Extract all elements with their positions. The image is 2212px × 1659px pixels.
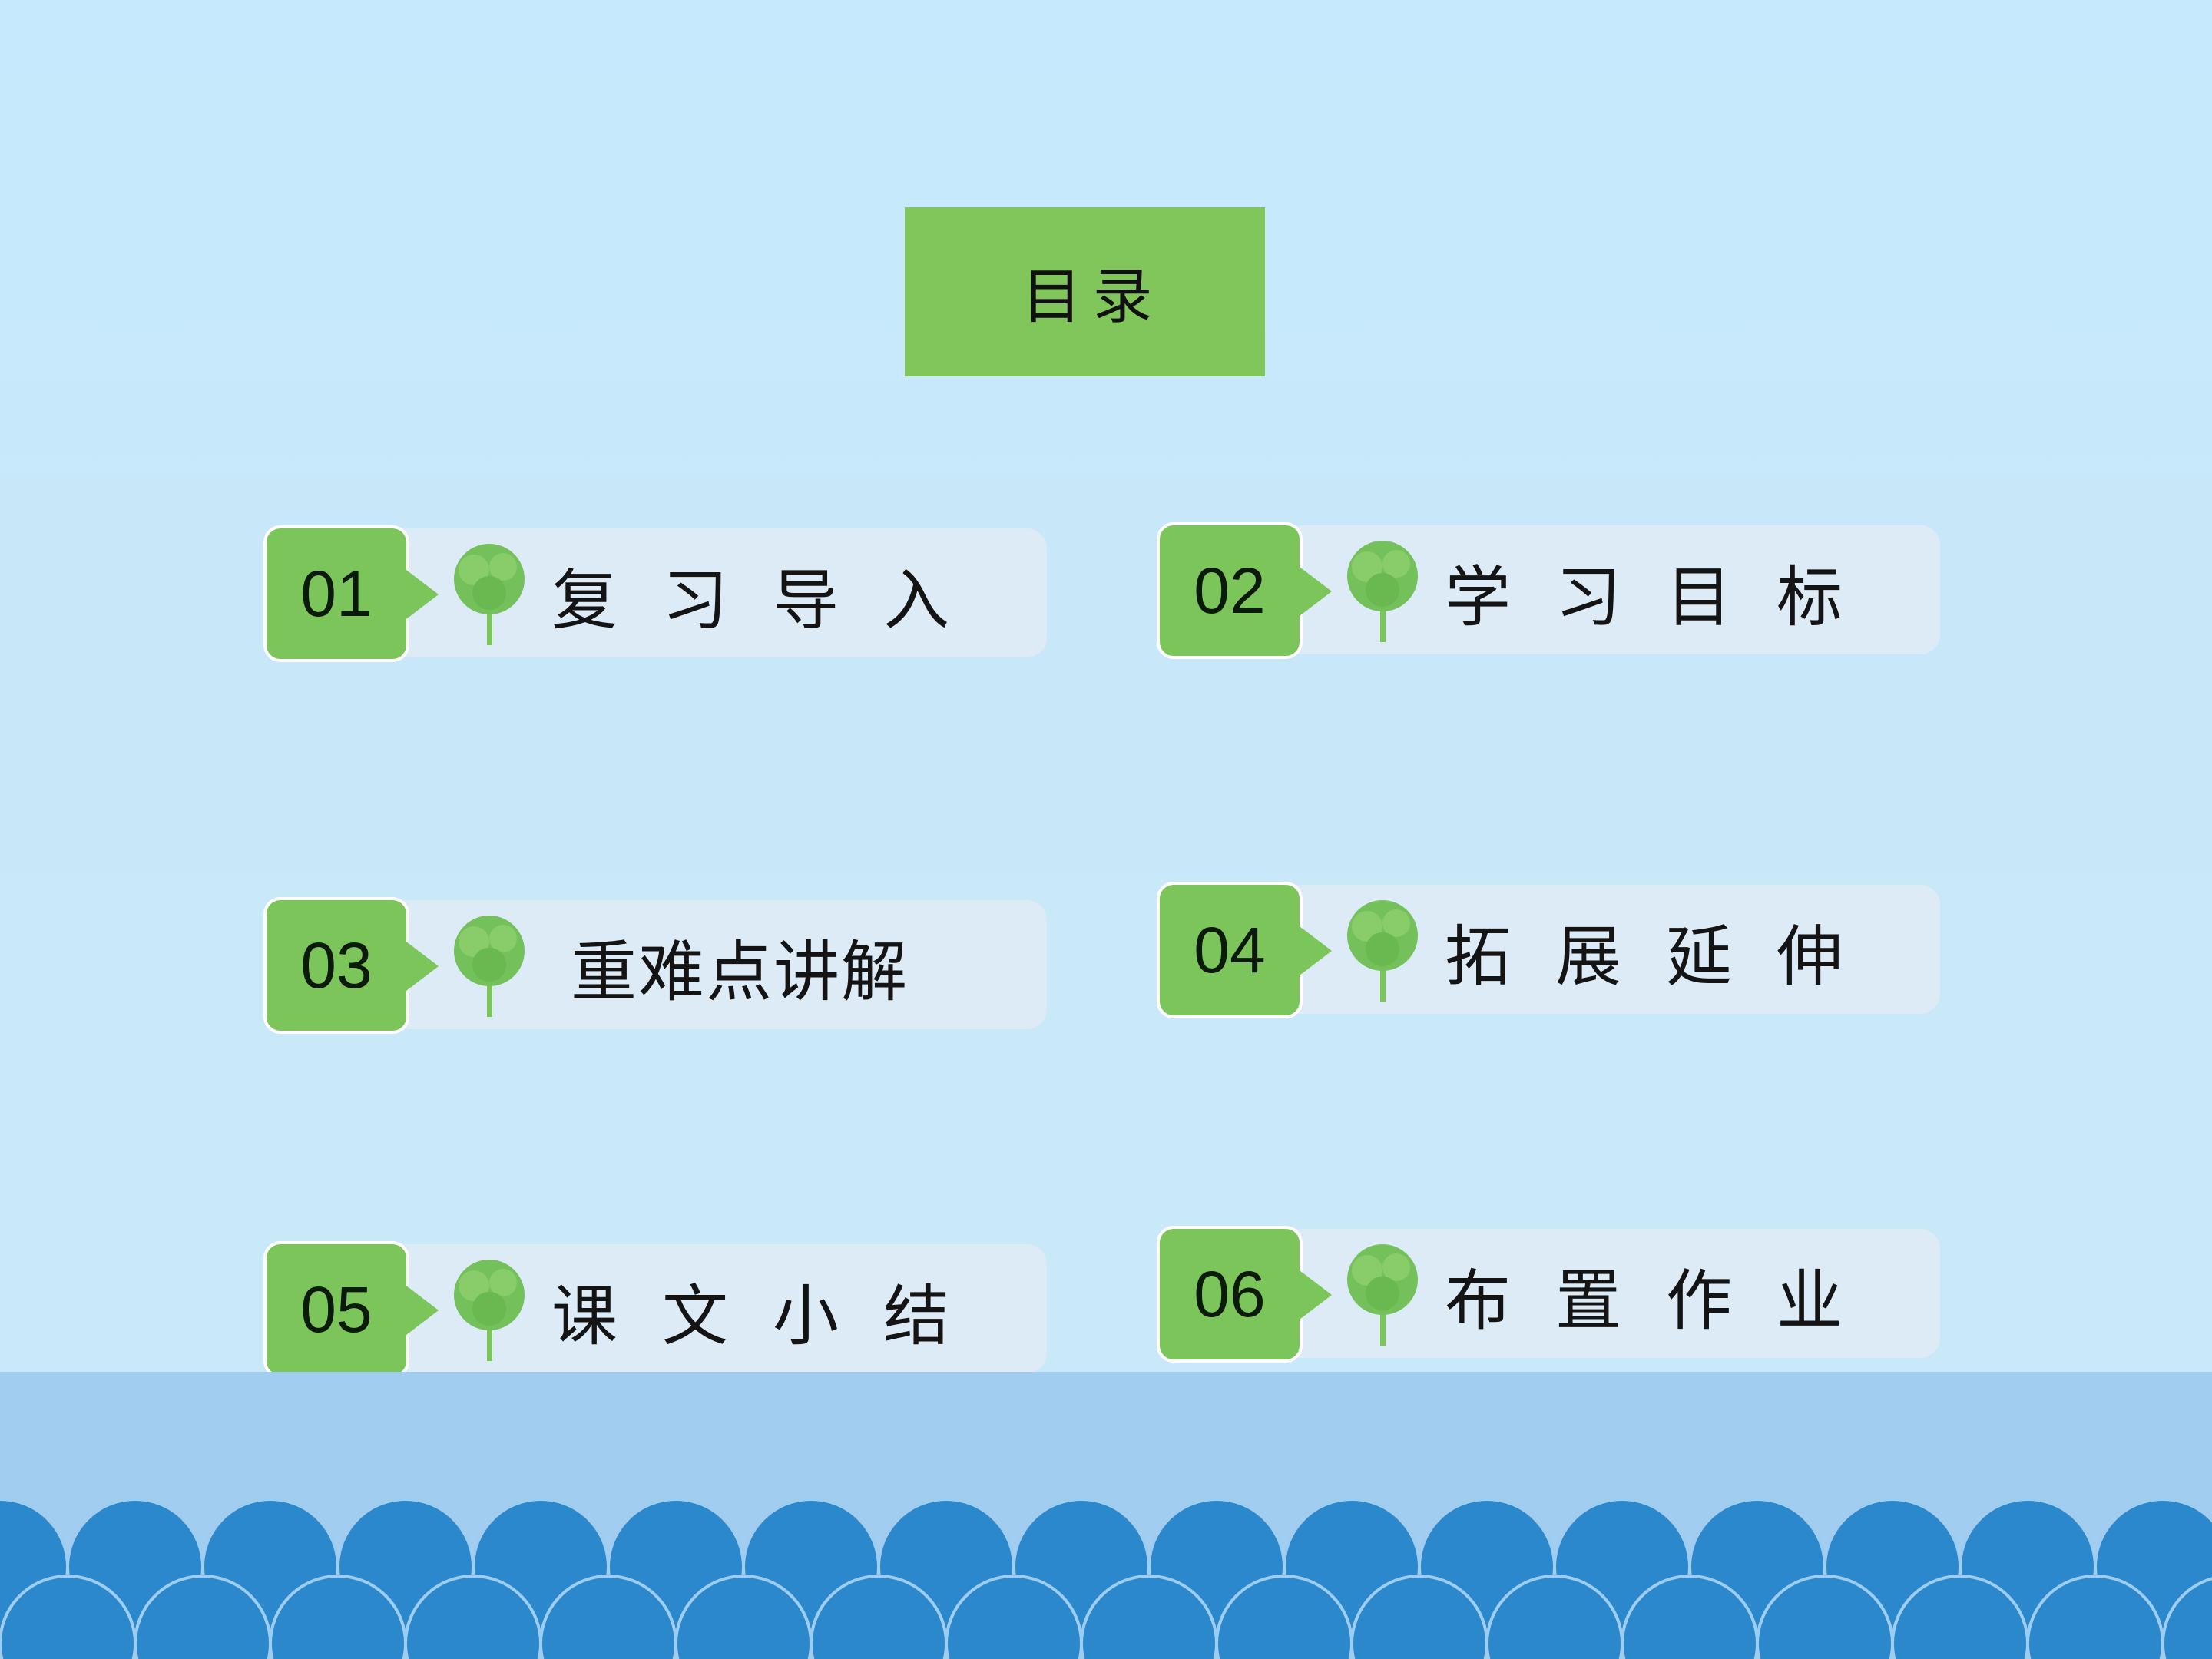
tree-icon [1347,541,1418,642]
pointer-arrow-icon [1300,926,1332,975]
toc-item-number: 05 [263,1241,409,1378]
tree-icon [454,916,525,1017]
tree-icon [1347,1244,1418,1346]
toc-item-05[interactable]: 05 课文小结 [263,1241,1047,1379]
toc-item-number: 06 [1157,1226,1303,1363]
toc-item-number: 03 [263,897,409,1034]
toc-item-label: 重难点讲解 [571,933,909,1011]
toc-title: 目录 [1022,263,1164,332]
wave-decoration [0,1498,2212,1659]
pointer-arrow-icon [406,942,439,991]
toc-item-number: 01 [263,525,409,662]
tree-icon [454,544,525,645]
pointer-arrow-icon [1300,567,1332,616]
toc-item-01[interactable]: 01 复习导入 [263,525,1047,664]
toc-item-number: 04 [1157,882,1303,1018]
toc-item-label: 复习导入 [551,561,994,639]
toc-item-04[interactable]: 04 拓展延伸 [1157,882,1940,1020]
toc-item-02[interactable]: 02 学习目标 [1157,522,1940,661]
pointer-arrow-icon [1300,1270,1332,1320]
pointer-arrow-icon [406,570,439,619]
toc-title-box: 目录 [905,207,1265,376]
toc-item-label: 布置作业 [1445,1262,1887,1339]
pointer-arrow-icon [406,1286,439,1335]
tree-icon [1347,900,1418,1002]
toc-item-label: 拓展延伸 [1445,918,1887,995]
toc-item-06[interactable]: 06 布置作业 [1157,1226,1940,1364]
toc-item-label: 学习目标 [1445,558,1887,636]
wave-scallop [2161,1577,2212,1659]
toc-item-03[interactable]: 03 重难点讲解 [263,897,1047,1035]
toc-item-label: 课文小结 [551,1277,994,1355]
tree-icon [454,1260,525,1361]
toc-item-number: 02 [1157,522,1303,659]
